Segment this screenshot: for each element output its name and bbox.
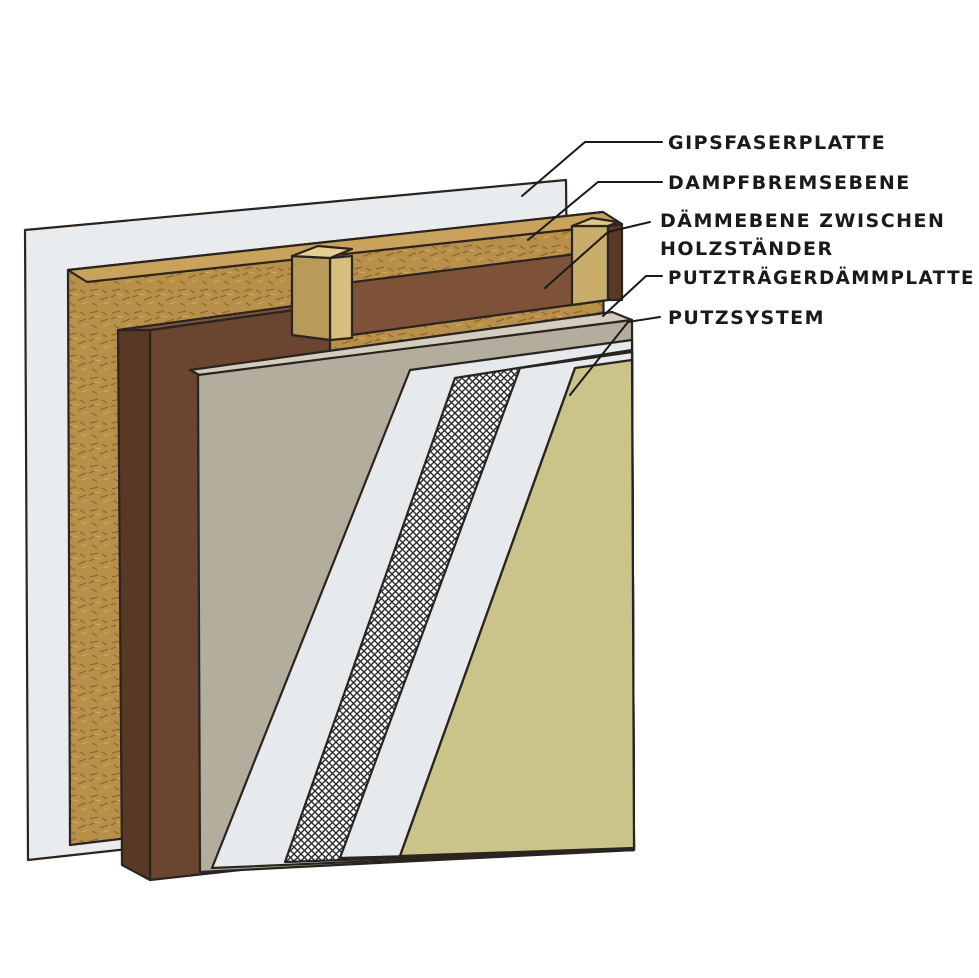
wooden-stud-right-top — [570, 216, 620, 228]
leader-putzsystem — [569, 316, 661, 396]
plaster-diagonal-edge — [398, 367, 577, 857]
labels: GIPSFASERPLATTE DAMPFBREMSEBENE DÄMMEBEN… — [660, 132, 975, 329]
wooden-stud-front — [328, 254, 354, 342]
label-gipsfaserplatte: GIPSFASERPLATTE — [668, 132, 886, 154]
wooden-stud-top — [290, 244, 354, 260]
leader-lines — [521, 141, 663, 396]
label-daemmebene-line1: DÄMMEBENE ZWISCHEN — [660, 208, 945, 232]
leader-daemmebene — [544, 221, 651, 289]
wooden-stud-side — [290, 254, 332, 342]
leader-putztraeger — [602, 275, 663, 317]
label-putzsystem: PUTZSYSTEM — [668, 307, 825, 329]
leader-dampfbremsebene — [527, 181, 663, 241]
label-dampfbremsebene: DAMPFBREMSEBENE — [668, 172, 911, 194]
leader-gipsfaserplatte — [521, 141, 663, 197]
label-daemmebene-line2: HOLZSTÄNDER — [660, 236, 834, 260]
insulation-left-block-side — [116, 328, 152, 882]
plaster-system — [210, 338, 636, 870]
label-putztraeger: PUTZTRÄGERDÄMMPLATTE — [668, 265, 975, 289]
insulation-right-edge — [606, 222, 624, 302]
